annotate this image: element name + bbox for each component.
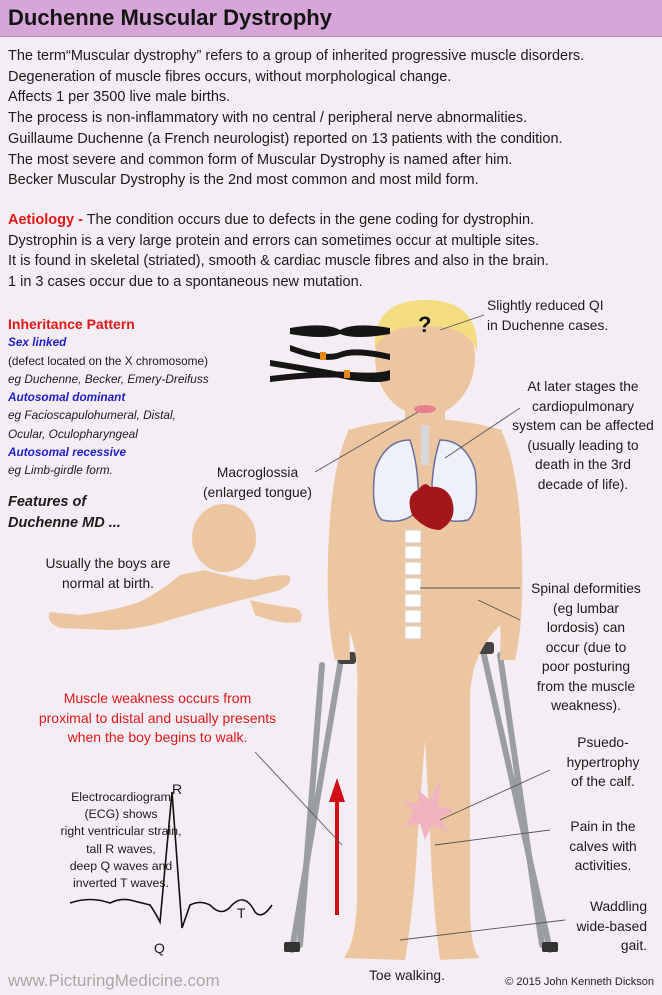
svg-text:?: ? <box>418 312 431 337</box>
aetiology-line: The condition occurs due to defects in t… <box>82 212 535 228</box>
intro-line: The process is non-inflammatory with no … <box>8 110 528 127</box>
intro-line: Guillaume Duchenne (a French neurologist… <box>8 130 563 147</box>
autosomal-dominant-eg: eg Facioscapulohumeral, Distal, <box>8 408 176 423</box>
features-heading: Features of Duchenne MD ... <box>8 494 121 531</box>
boy-figure <box>327 300 523 960</box>
tongue-label: Macroglossia(enlarged tongue) <box>203 465 312 500</box>
inheritance-heading: Inheritance Pattern <box>8 316 135 332</box>
toe-walking-label: Toe walking. <box>369 968 445 983</box>
chromosomes-icon <box>270 325 390 382</box>
intro-line: Affects 1 per 3500 live male births. <box>8 89 231 106</box>
aetiology-heading: Aetiology - <box>8 212 83 228</box>
sex-linked-note: (defect located on the X chromosome) <box>8 353 208 368</box>
page-title: Duchenne Muscular Dystrophy <box>8 5 332 30</box>
inheritance-section: Inheritance Pattern Sex linked (defect l… <box>8 315 209 480</box>
ecg-trace <box>69 791 273 929</box>
intro-text: The term“Muscular dystrophy” refers to a… <box>8 46 584 191</box>
ecg-q-label: Q <box>154 940 165 956</box>
aetiology-line: It is found in skeletal (striated), smoo… <box>8 253 549 270</box>
intro-line: Becker Muscular Dystrophy is the 2nd mos… <box>8 172 479 189</box>
aetiology-line: 1 in 3 cases occur due to a spontaneous … <box>8 274 363 291</box>
autosomal-recessive-label: Autosomal recessive <box>8 445 127 460</box>
autosomal-dominant-eg: Ocular, Oculopharyngeal <box>8 426 138 441</box>
sex-linked-label: Sex linked <box>8 335 67 350</box>
website-footer: www.PicturingMedicine.com <box>8 971 220 990</box>
title-bar: Duchenne Muscular Dystrophy <box>0 0 662 37</box>
aetiology-line: Dystrophin is a very large protein and e… <box>8 232 540 249</box>
autosomal-dominant-label: Autosomal dominant <box>8 390 126 405</box>
intro-line: Degeneration of muscle fibres occurs, wi… <box>8 68 452 85</box>
copyright-footer: © 2015 John Kenneth Dickson <box>505 976 654 988</box>
aetiology-section: Aetiology - The condition occurs due to … <box>8 210 549 293</box>
ecg-t-label: T <box>237 905 246 921</box>
autosomal-recessive-eg: eg Limb-girdle form. <box>8 463 113 478</box>
intro-line: The most severe and common form of Muscu… <box>8 151 513 168</box>
baby-figure <box>48 504 302 630</box>
intro-line: The term“Muscular dystrophy” refers to a… <box>8 48 585 64</box>
sex-linked-eg: eg Duchenne, Becker, Emery-Dreifuss <box>8 371 209 386</box>
hair <box>374 300 478 352</box>
ecg-r-label: R <box>172 781 183 797</box>
